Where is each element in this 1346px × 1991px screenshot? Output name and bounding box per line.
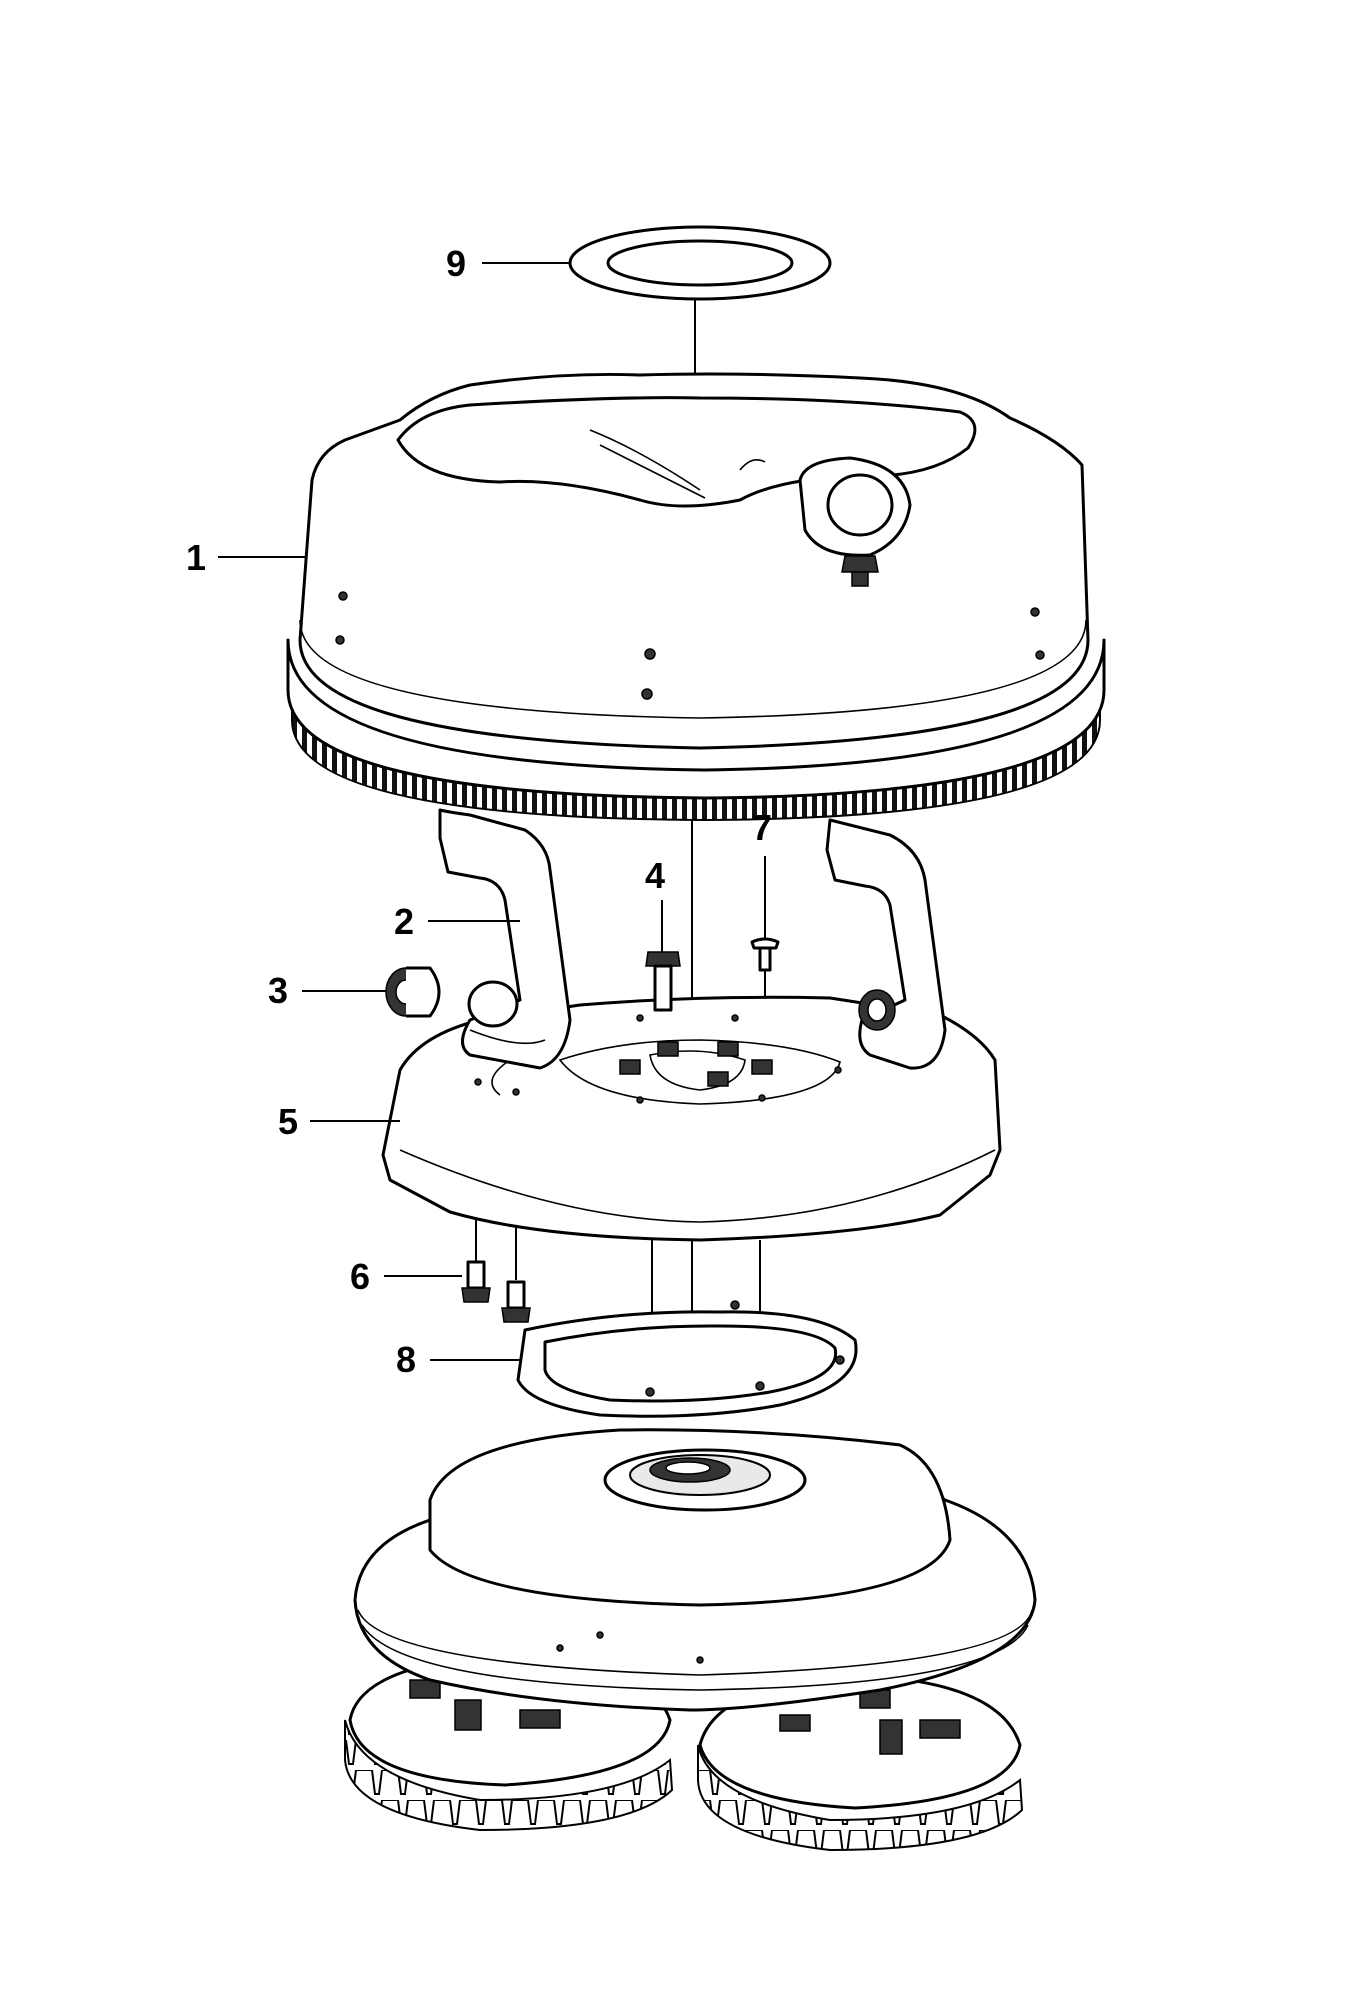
part-1-top-housing <box>286 372 1106 822</box>
callout-3: 3 <box>268 970 386 1011</box>
callout-8: 8 <box>396 1339 520 1380</box>
callout-label-7: 7 <box>752 807 772 848</box>
part-4-bolt <box>645 951 681 1012</box>
callout-7: 7 <box>752 807 772 936</box>
callout-label-6: 6 <box>350 1256 370 1297</box>
callout-label-9: 9 <box>446 243 466 284</box>
part-8-ring <box>516 1300 858 1418</box>
callout-4: 4 <box>645 855 665 952</box>
callout-label-2: 2 <box>394 901 414 942</box>
part-9-washer <box>568 225 832 301</box>
callout-2: 2 <box>394 901 520 942</box>
callout-label-4: 4 <box>645 855 665 896</box>
callout-9: 9 <box>446 243 570 284</box>
callout-label-1: 1 <box>186 537 206 578</box>
callout-1: 1 <box>186 537 305 578</box>
callout-6: 6 <box>350 1256 462 1297</box>
part-3-bearing <box>385 966 441 1018</box>
part-2-handle-right <box>825 818 947 1070</box>
callouts: 9 1 7 4 2 3 5 6 <box>186 243 772 1380</box>
base-assembly <box>344 1428 1037 1852</box>
part-7-screw <box>750 937 780 972</box>
callout-label-5: 5 <box>278 1101 298 1142</box>
part-2-handle-left <box>438 808 572 1070</box>
part-6-bolts <box>461 1260 531 1323</box>
callout-label-3: 3 <box>268 970 288 1011</box>
callout-5: 5 <box>278 1101 400 1142</box>
callout-label-8: 8 <box>396 1339 416 1380</box>
